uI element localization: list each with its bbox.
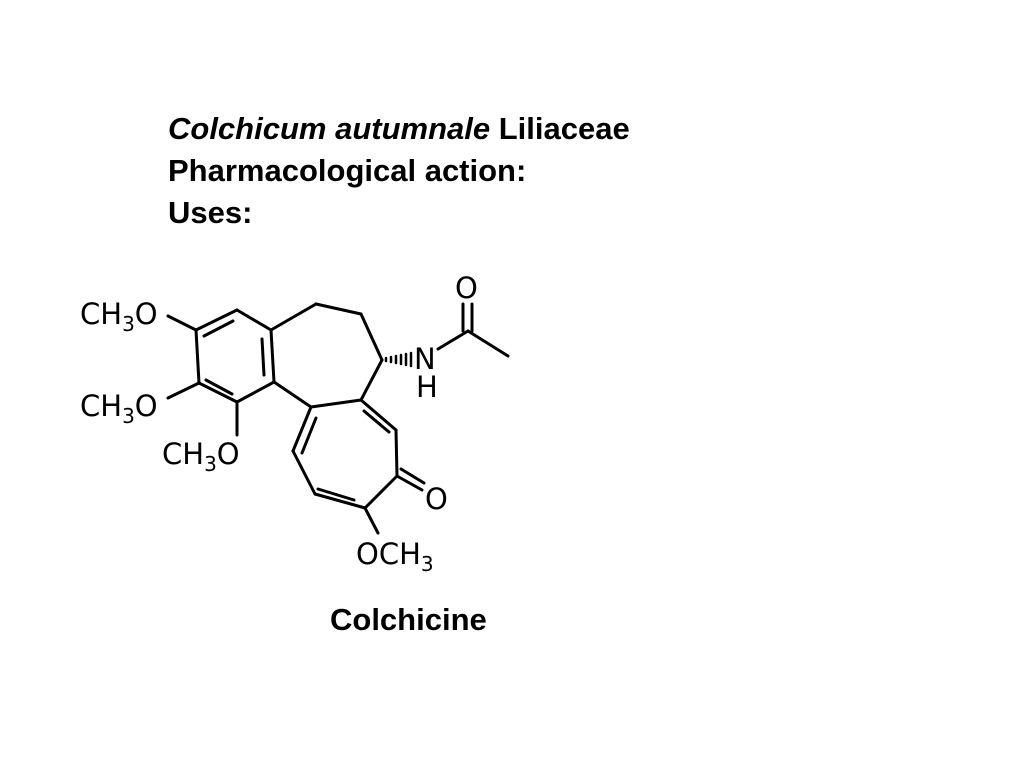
heading-line-pharmacological-action: Pharmacological action:	[168, 153, 527, 188]
ketone-oxygen: O	[425, 482, 448, 516]
methoxy-group-middle: CH3O	[80, 389, 158, 428]
structure-bonds	[166, 302, 510, 535]
heading-line-uses: Uses:	[168, 195, 253, 230]
amide-oxygen: O	[455, 271, 478, 305]
slide-heading: Colchicum autumnale Liliaceae Pharmacolo…	[168, 108, 630, 234]
heading-line-species: Colchicum autumnale Liliaceae	[168, 108, 630, 150]
compound-name: Colchicine	[330, 602, 487, 637]
methoxy-group-tropolone: OCH3	[356, 537, 434, 576]
methoxy-group-bottom: CH3O	[162, 437, 240, 476]
species-name: Colchicum autumnale	[168, 111, 491, 146]
amide-hydrogen: H	[416, 370, 438, 404]
hashed-wedge-bond	[384, 351, 413, 368]
methoxy-group-top: CH3O	[80, 297, 158, 336]
family-name: Liliaceae	[490, 111, 630, 146]
amide-nitrogen: N	[414, 342, 436, 376]
